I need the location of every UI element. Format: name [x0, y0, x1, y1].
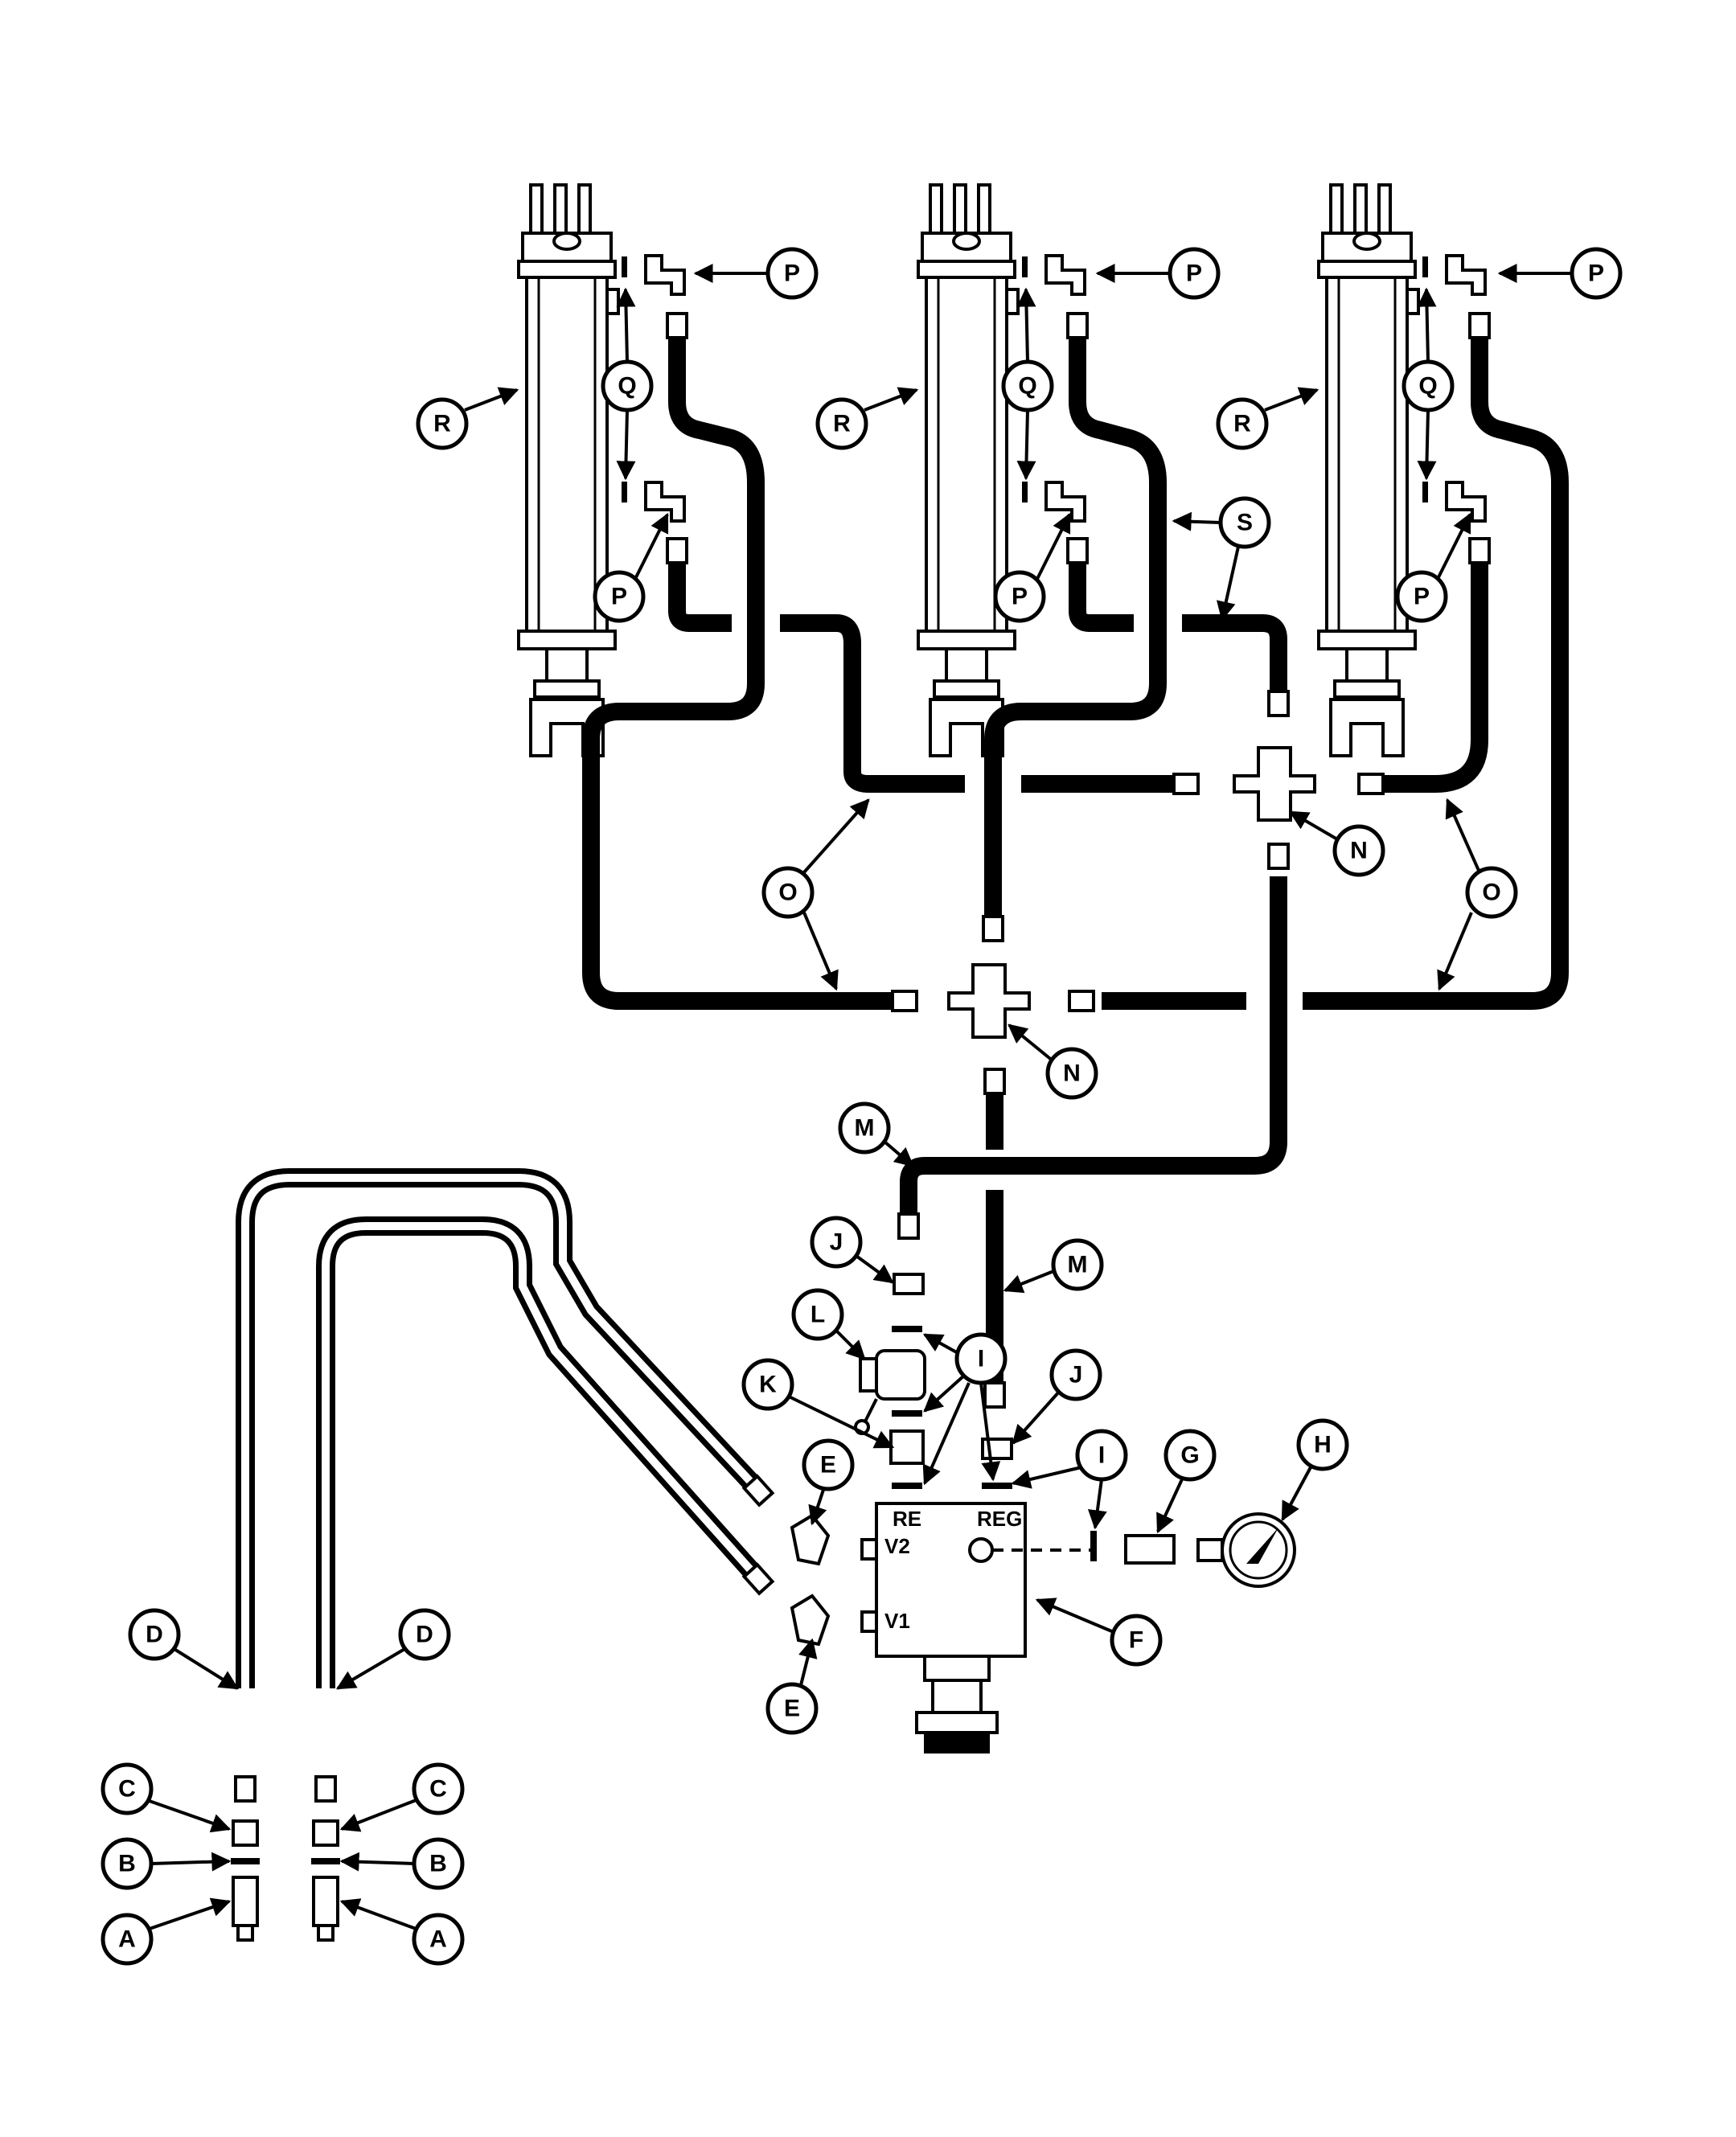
- callout-p-2: P: [1095, 247, 1221, 300]
- svg-text:Q: Q: [1418, 373, 1437, 400]
- callout-s: S: [1172, 496, 1271, 621]
- svg-text:H: H: [1314, 1432, 1332, 1458]
- callout-o-right: O: [1437, 798, 1518, 991]
- check-valve-L: [854, 1349, 926, 1435]
- svg-text:R: R: [833, 411, 851, 437]
- svg-text:C: C: [429, 1776, 447, 1803]
- svg-text:O: O: [778, 880, 797, 906]
- callout-n-upper: N: [1288, 810, 1385, 877]
- callout-q-3: Q: [1402, 287, 1455, 481]
- svg-text:C: C: [118, 1776, 136, 1803]
- callout-j-1: J: [810, 1216, 894, 1284]
- svg-text:P: P: [611, 584, 627, 610]
- svg-text:K: K: [759, 1372, 777, 1398]
- svg-text:A: A: [429, 1926, 447, 1953]
- svg-text:I: I: [1098, 1442, 1105, 1469]
- callout-q-2: Q: [1001, 287, 1054, 481]
- callout-k: K: [741, 1358, 895, 1449]
- port-label-v1: V1: [884, 1609, 910, 1633]
- callout-j-2: J: [1012, 1348, 1102, 1445]
- callout-g: G: [1156, 1429, 1217, 1534]
- svg-text:B: B: [118, 1851, 136, 1877]
- svg-text:E: E: [784, 1696, 800, 1722]
- callout-q-1: Q: [601, 287, 654, 481]
- callout-r-3: R: [1216, 387, 1319, 450]
- callout-i-1: I: [922, 1332, 1008, 1486]
- callout-p-6: P: [1395, 512, 1471, 623]
- callout-r-1: R: [416, 387, 519, 450]
- callout-p-1: P: [693, 247, 819, 300]
- cylinder-right: [1317, 183, 1420, 757]
- svg-text:N: N: [1350, 838, 1368, 864]
- svg-text:A: A: [118, 1926, 136, 1953]
- callout-d-1: D: [128, 1608, 240, 1690]
- svg-text:R: R: [433, 411, 451, 437]
- port-label-v2: V2: [884, 1534, 910, 1558]
- svg-text:R: R: [1233, 411, 1251, 437]
- svg-text:P: P: [1012, 584, 1028, 610]
- callout-i-2: I: [1011, 1429, 1128, 1530]
- cylinder-middle: [917, 183, 1020, 757]
- callout-p-3: P: [1497, 247, 1623, 300]
- svg-text:I: I: [978, 1346, 984, 1372]
- callout-b-1: B: [101, 1837, 232, 1890]
- svg-text:F: F: [1129, 1627, 1143, 1654]
- callout-f: F: [1035, 1598, 1163, 1667]
- callout-a-1: A: [101, 1897, 232, 1966]
- callout-o-left: O: [761, 798, 870, 991]
- svg-text:Q: Q: [618, 373, 636, 400]
- svg-text:G: G: [1180, 1442, 1199, 1469]
- svg-text:D: D: [146, 1622, 163, 1648]
- hoses: [234, 312, 1569, 1803]
- callout-e-1: E: [802, 1438, 855, 1526]
- svg-text:J: J: [830, 1229, 843, 1256]
- callout-l: L: [791, 1288, 866, 1360]
- callout-p-4: P: [593, 512, 669, 623]
- callout-e-2: E: [765, 1638, 819, 1735]
- svg-text:P: P: [1414, 584, 1430, 610]
- callout-m-1: M: [838, 1101, 914, 1167]
- svg-text:Q: Q: [1018, 373, 1036, 400]
- cross-fitting-lower: [947, 963, 1031, 1039]
- valve-block: RE REG V2 V1: [860, 1502, 1094, 1753]
- port-label-re: RE: [893, 1507, 921, 1531]
- svg-text:J: J: [1069, 1362, 1083, 1388]
- elbow-fittings: [622, 254, 1487, 523]
- callout-b-2: B: [339, 1837, 465, 1890]
- svg-text:P: P: [1186, 260, 1202, 287]
- elbow-45-fittings: [790, 1513, 831, 1647]
- svg-text:P: P: [784, 260, 800, 287]
- svg-text:M: M: [855, 1115, 875, 1142]
- callout-r-2: R: [815, 387, 919, 450]
- callout-d-2: D: [335, 1608, 451, 1690]
- cylinder-left: [517, 183, 620, 757]
- callout-n-lower: N: [1008, 1023, 1098, 1100]
- cross-fitting-upper: [1233, 746, 1316, 822]
- svg-text:L: L: [811, 1302, 825, 1328]
- svg-text:M: M: [1068, 1252, 1088, 1278]
- svg-text:B: B: [429, 1851, 447, 1877]
- svg-text:N: N: [1063, 1060, 1081, 1087]
- callout-p-5: P: [993, 512, 1071, 623]
- callout-labels: P P P P P P Q Q Q R R R S O O N N M M J …: [101, 247, 1623, 1966]
- svg-text:D: D: [416, 1622, 433, 1648]
- svg-text:P: P: [1588, 260, 1604, 287]
- callout-h: H: [1281, 1418, 1349, 1522]
- callout-a-2: A: [339, 1898, 465, 1966]
- svg-text:S: S: [1237, 510, 1253, 536]
- svg-text:E: E: [820, 1452, 836, 1479]
- port-label-reg: REG: [977, 1507, 1022, 1531]
- hose-end-fittings-abc: [231, 1819, 340, 1942]
- callout-c-1: C: [101, 1762, 232, 1833]
- callout-m-2: M: [1003, 1238, 1104, 1294]
- svg-text:O: O: [1482, 880, 1500, 906]
- callout-c-2: C: [339, 1762, 465, 1832]
